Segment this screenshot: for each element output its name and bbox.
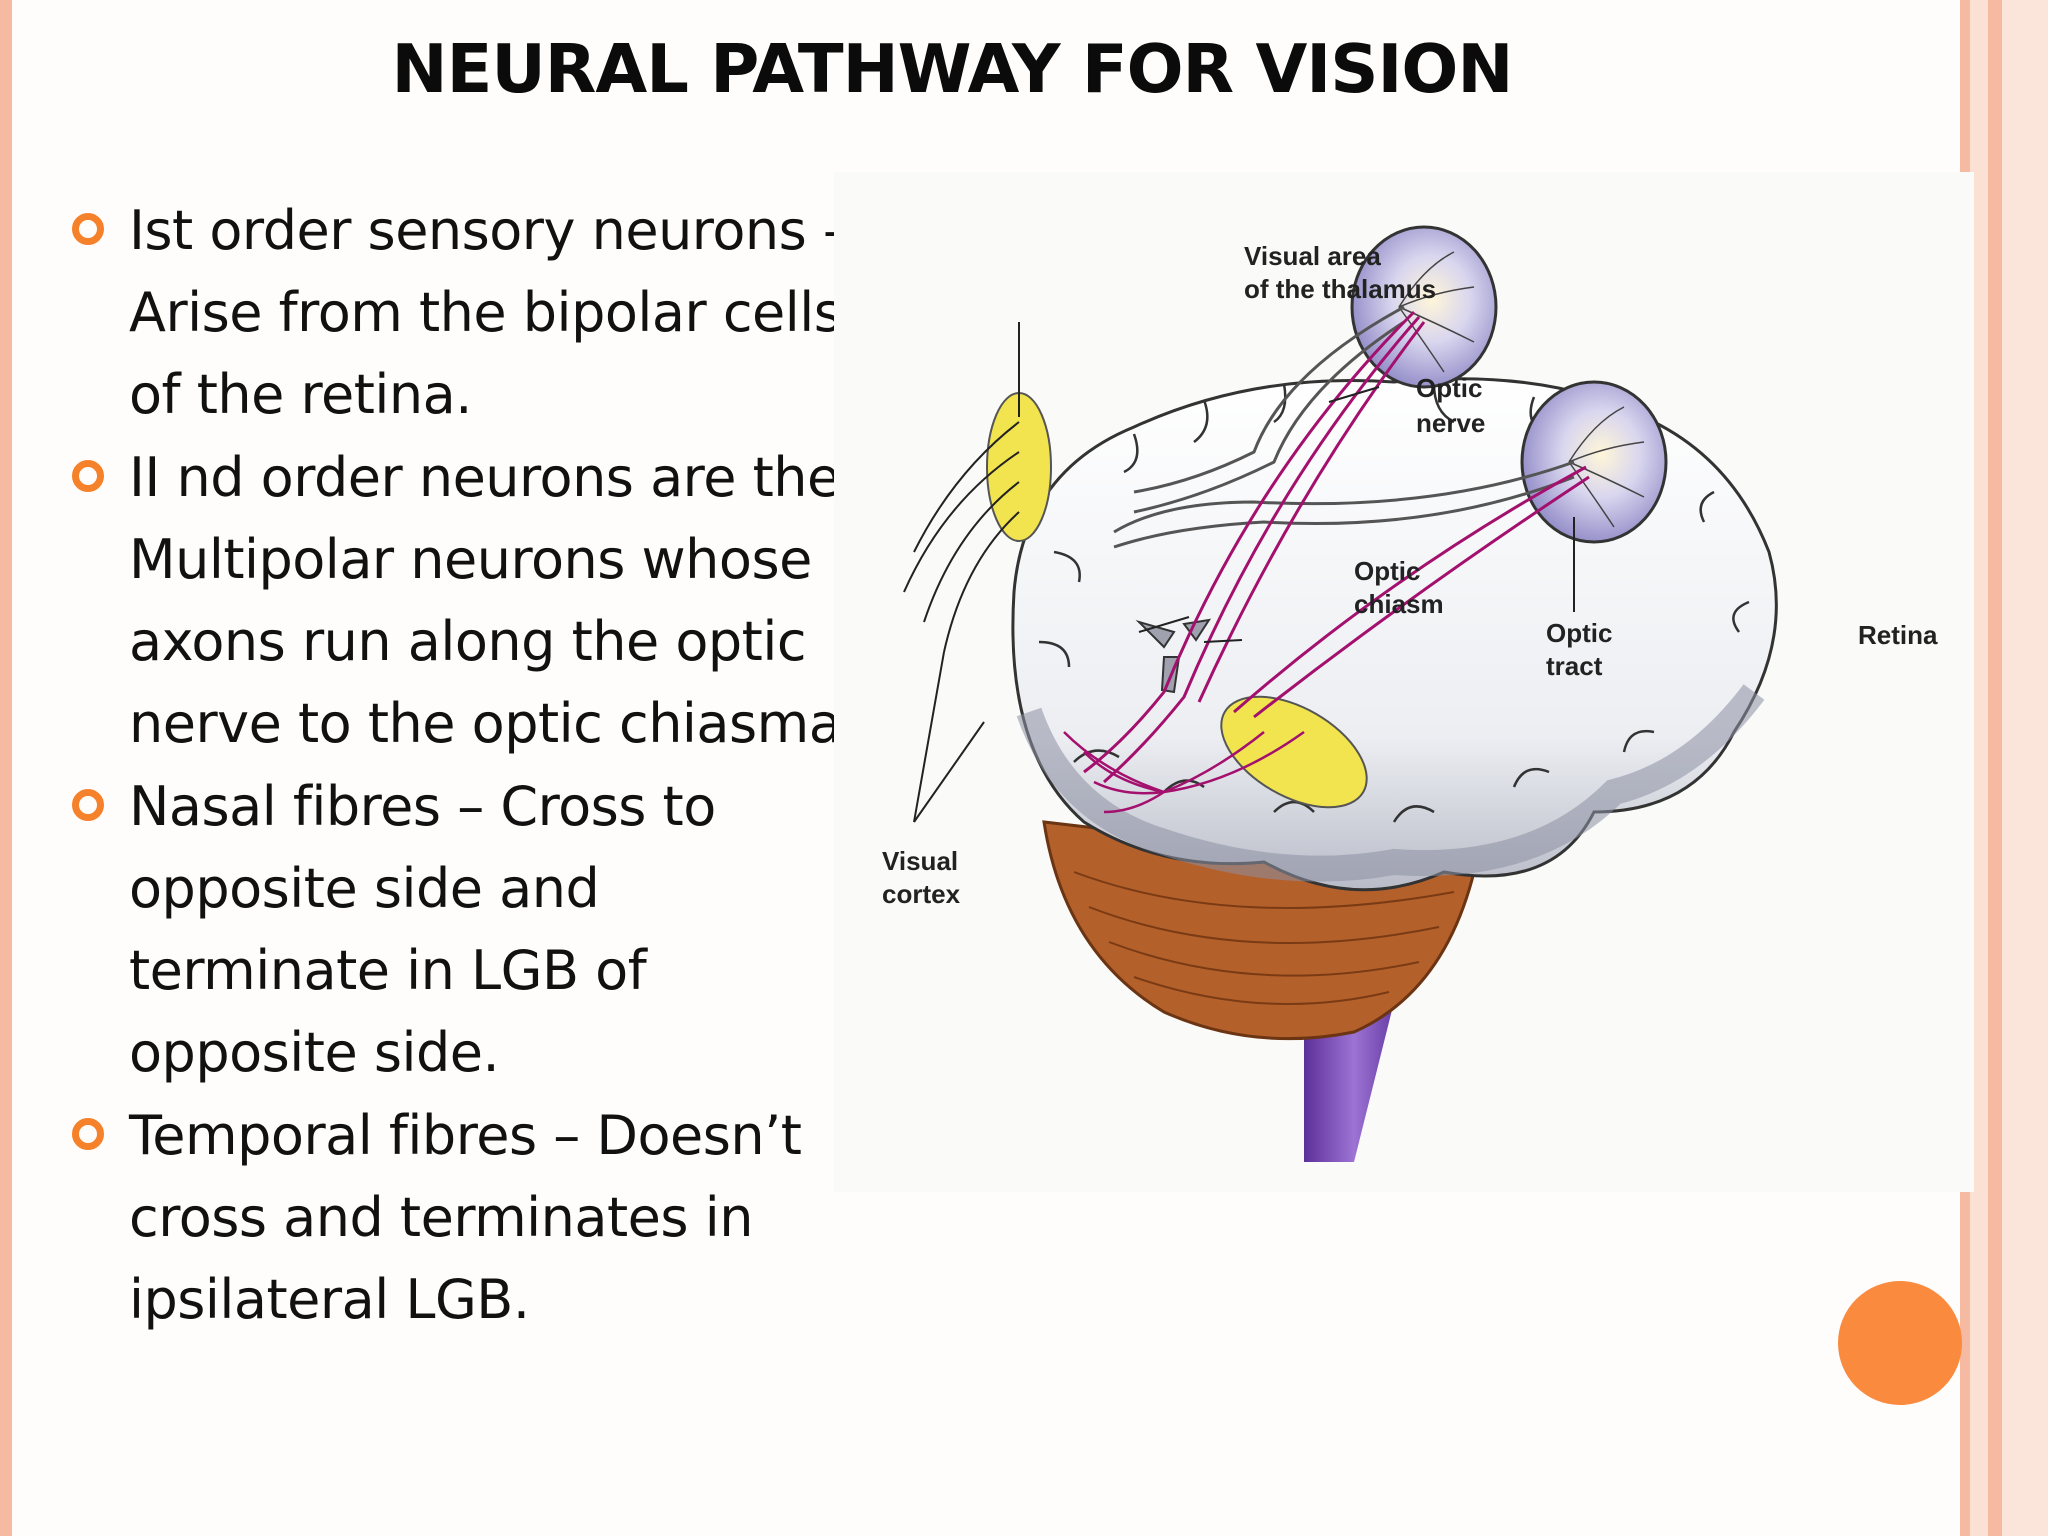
decorative-orange-circle	[1838, 1281, 1962, 1405]
label-pointers	[913, 322, 1575, 823]
thalamus-visual-area	[1220, 695, 1368, 809]
slide-title: NEURAL PATHWAY FOR VISION	[391, 30, 1514, 108]
optic-radiation-fibers	[1063, 730, 1305, 814]
bullet-circle-icon	[72, 789, 104, 821]
right-border-stripe-2	[1988, 0, 2002, 1536]
bullet-second-order: II nd order neurons are the Multipolar n…	[62, 437, 862, 765]
label-optic-chiasm-line2: chiasm	[1354, 589, 1444, 619]
brain-sulci	[1038, 383, 1750, 823]
visual-pathway-figure: Visual area of the thalamus Optic nerve …	[834, 172, 1974, 1192]
bullet-text: Temporal fibres – Doesn’t cross and term…	[129, 1104, 802, 1331]
bullet-nasal-fibres: Nasal fibres – Cross to opposite side an…	[62, 766, 862, 1094]
label-visual-area-line1: Visual area	[1244, 241, 1381, 271]
bullet-text: Nasal fibres – Cross to opposite side an…	[129, 775, 716, 1084]
thalamic-fibers	[903, 421, 1020, 653]
eye-lower	[1520, 380, 1668, 544]
label-visual-area-line2: of the thalamus	[1244, 274, 1436, 304]
label-visual-cortex-line2: cortex	[882, 879, 961, 909]
label-optic-tract-line2: tract	[1546, 651, 1603, 681]
right-border-stripe-light-2	[2002, 0, 2048, 1536]
left-border-stripe	[0, 0, 12, 1536]
bullet-text: II nd order neurons are the Multipolar n…	[129, 446, 842, 755]
label-optic-chiasm-line1: Optic	[1354, 556, 1420, 586]
bullet-first-order: Ist order sensory neurons – Arise from t…	[62, 190, 862, 436]
retina-lines	[1398, 251, 1645, 528]
label-retina: Retina	[1858, 620, 1938, 650]
label-visual-cortex-line1: Visual	[882, 846, 958, 876]
eye-upper	[1350, 225, 1498, 389]
brain-cortex-edge	[1016, 684, 1765, 882]
optic-tract-fibers	[1083, 310, 1590, 784]
bullet-circle-icon	[72, 460, 104, 492]
bullet-circle-icon	[72, 1118, 104, 1150]
label-optic-nerve-line2: nerve	[1416, 408, 1485, 438]
slide: NEURAL PATHWAY FOR VISION Ist order sens…	[12, 0, 1974, 1536]
right-border-stripe-light	[1970, 0, 1988, 1536]
bullet-list: Ist order sensory neurons – Arise from t…	[62, 190, 862, 1342]
cerebellum-folia	[1073, 871, 1455, 1005]
bullet-temporal-fibres: Temporal fibres – Doesn’t cross and term…	[62, 1095, 862, 1341]
bullet-text: Ist order sensory neurons – Arise from t…	[129, 199, 850, 426]
bullet-circle-icon	[72, 213, 104, 245]
label-optic-nerve-line1: Optic	[1416, 373, 1482, 403]
visual-pathway-diagram: Visual area of the thalamus Optic nerve …	[882, 225, 1938, 1162]
label-optic-tract-line1: Optic	[1546, 618, 1612, 648]
